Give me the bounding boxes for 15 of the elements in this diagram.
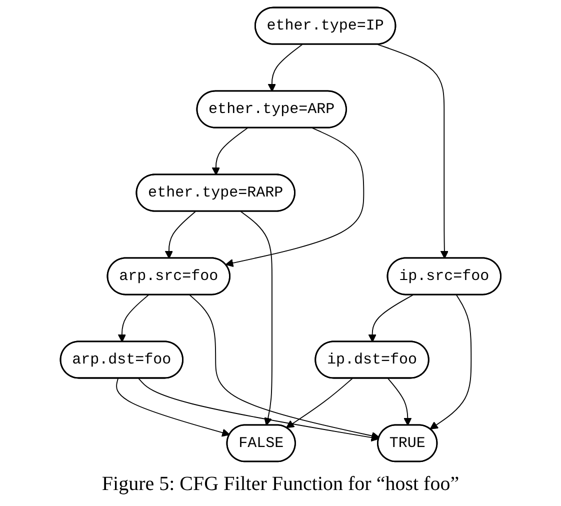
arrow — [368, 294, 414, 342]
arrow — [138, 378, 380, 442]
arrow — [189, 294, 380, 440]
arrow — [116, 378, 230, 437]
arrow — [164, 211, 196, 259]
arrow — [212, 128, 248, 176]
arrow — [118, 294, 149, 342]
arrow — [430, 294, 472, 430]
arrow — [387, 378, 412, 426]
arrow — [377, 44, 448, 259]
figure-caption: Figure 5: CFG Filter Function for “host foo” — [102, 473, 460, 496]
arrow — [240, 211, 272, 426]
arrow — [225, 128, 364, 268]
arrow — [286, 378, 353, 428]
arrow — [268, 44, 303, 92]
